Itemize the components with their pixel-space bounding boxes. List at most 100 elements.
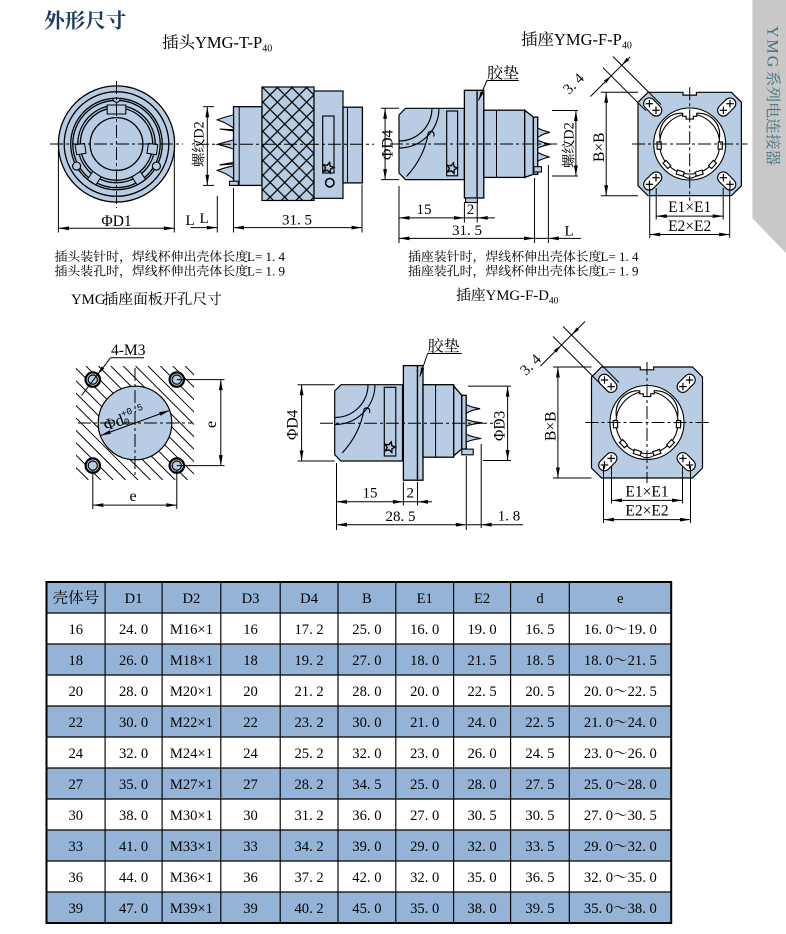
svg-text:27. 0: 27. 0 [584, 808, 613, 824]
svg-text:27: 27 [243, 777, 258, 793]
svg-text:19. 2: 19. 2 [295, 653, 324, 669]
svg-text:35. 0: 35. 0 [119, 777, 148, 793]
svg-text:YMG-F-D40: YMG-F-D40 [486, 288, 559, 307]
svg-text:39. 5: 39. 5 [525, 901, 554, 917]
svg-text:E2×E2: E2×E2 [668, 218, 711, 235]
svg-text:26. 0: 26. 0 [628, 746, 657, 762]
svg-text:21. 5: 21. 5 [628, 653, 657, 669]
svg-text:16: 16 [243, 622, 258, 638]
svg-text:30. 5: 30. 5 [628, 808, 657, 824]
svg-text:24: 24 [243, 746, 258, 762]
svg-text:ΦD1: ΦD1 [101, 213, 131, 230]
svg-text:21. 0: 21. 0 [584, 715, 613, 731]
svg-text:16: 16 [69, 622, 84, 638]
svg-text:3. 4: 3. 4 [561, 70, 589, 98]
svg-text:E2×E2: E2×E2 [625, 503, 668, 520]
svg-text:M20×1: M20×1 [170, 684, 213, 700]
svg-text:M18×1: M18×1 [170, 653, 213, 669]
svg-text:17. 2: 17. 2 [295, 622, 324, 638]
svg-text:3. 4: 3. 4 [518, 351, 546, 379]
svg-text:d: d [536, 591, 544, 607]
svg-text:16. 0: 16. 0 [410, 622, 439, 638]
svg-text:41. 0: 41. 0 [119, 839, 148, 855]
svg-text:16. 0: 16. 0 [584, 622, 613, 638]
svg-text:47. 0: 47. 0 [119, 901, 148, 917]
svg-text:32. 0: 32. 0 [352, 746, 381, 762]
svg-text:28. 0: 28. 0 [628, 777, 657, 793]
svg-text:M16×1: M16×1 [170, 622, 213, 638]
svg-text:38. 0: 38. 0 [628, 901, 657, 917]
svg-text:D1: D1 [125, 591, 143, 607]
svg-text:D2: D2 [562, 122, 578, 139]
svg-text:29. 0: 29. 0 [584, 839, 613, 855]
svg-text:19. 0: 19. 0 [468, 622, 497, 638]
svg-text:27: 27 [69, 777, 84, 793]
svg-text:16. 5: 16. 5 [525, 622, 554, 638]
svg-text:15: 15 [417, 202, 432, 218]
svg-text:18. 0: 18. 0 [584, 653, 613, 669]
svg-text:27. 0: 27. 0 [352, 653, 381, 669]
svg-text:36: 36 [69, 870, 84, 886]
svg-text:E1×E1: E1×E1 [668, 199, 711, 216]
svg-text:33: 33 [243, 839, 258, 855]
svg-text:E1: E1 [417, 591, 433, 607]
svg-text:28. 5: 28. 5 [386, 509, 416, 525]
svg-text:0: 0 [123, 416, 132, 428]
svg-text:22: 22 [69, 715, 84, 731]
svg-text:2: 2 [467, 202, 475, 218]
svg-text:39: 39 [243, 901, 258, 917]
svg-text:25. 0: 25. 0 [410, 777, 439, 793]
svg-text:35. 0: 35. 0 [468, 870, 497, 886]
svg-text:18. 5: 18. 5 [525, 653, 554, 669]
svg-text:33. 5: 33. 5 [525, 839, 554, 855]
svg-text:25. 2: 25. 2 [295, 746, 324, 762]
svg-text:31. 2: 31. 2 [295, 808, 324, 824]
svg-text:21. 0: 21. 0 [410, 715, 439, 731]
svg-text:31. 5: 31. 5 [282, 213, 312, 229]
svg-text:23. 0: 23. 0 [584, 746, 613, 762]
svg-text:YMG-T-P40: YMG-T-P40 [195, 33, 272, 55]
svg-text:M22×1: M22×1 [170, 715, 213, 731]
svg-text:27. 0: 27. 0 [410, 808, 439, 824]
svg-text:26. 0: 26. 0 [119, 653, 148, 669]
svg-text:L= 1. 4: L= 1. 4 [601, 249, 640, 264]
svg-text:4-M3: 4-M3 [111, 342, 146, 359]
svg-text:B: B [362, 591, 372, 607]
svg-text:22. 5: 22. 5 [525, 715, 554, 731]
svg-text:B×B: B×B [591, 133, 608, 162]
svg-text:24. 0: 24. 0 [628, 715, 657, 731]
svg-text:D3: D3 [242, 591, 260, 607]
svg-text:35. 0: 35. 0 [628, 870, 657, 886]
svg-text:M33×1: M33×1 [170, 839, 213, 855]
svg-text:18: 18 [243, 653, 258, 669]
svg-text:20. 0: 20. 0 [584, 684, 613, 700]
svg-text:22. 5: 22. 5 [628, 684, 657, 700]
svg-text:30: 30 [69, 808, 84, 824]
svg-text:31. 5: 31. 5 [452, 223, 482, 239]
svg-text:21. 5: 21. 5 [468, 653, 497, 669]
svg-text:36: 36 [243, 870, 258, 886]
svg-text:E1×E1: E1×E1 [625, 484, 668, 501]
svg-text:35. 0: 35. 0 [584, 901, 613, 917]
svg-text:19. 0: 19. 0 [628, 622, 657, 638]
svg-text:38. 0: 38. 0 [119, 808, 148, 824]
svg-text:30. 0: 30. 0 [352, 715, 381, 731]
svg-text:e: e [203, 421, 220, 428]
svg-text:L: L [186, 213, 195, 229]
svg-text:27. 5: 27. 5 [525, 777, 554, 793]
svg-text:D2: D2 [182, 591, 200, 607]
svg-text:39: 39 [69, 901, 84, 917]
svg-text:45. 0: 45. 0 [352, 901, 381, 917]
svg-text:24. 5: 24. 5 [525, 746, 554, 762]
svg-text:L= 1. 9: L= 1. 9 [601, 264, 639, 279]
svg-text:22: 22 [243, 715, 258, 731]
svg-text:37. 2: 37. 2 [295, 870, 324, 886]
svg-text:D4: D4 [300, 591, 319, 607]
svg-text:1. 8: 1. 8 [498, 509, 521, 525]
svg-text:35. 0: 35. 0 [410, 901, 439, 917]
svg-text:20: 20 [243, 684, 258, 700]
svg-text:2: 2 [406, 486, 414, 502]
svg-text:M27×1: M27×1 [170, 777, 213, 793]
svg-text:24. 0: 24. 0 [468, 715, 497, 731]
svg-text:ΦD4: ΦD4 [380, 129, 397, 160]
